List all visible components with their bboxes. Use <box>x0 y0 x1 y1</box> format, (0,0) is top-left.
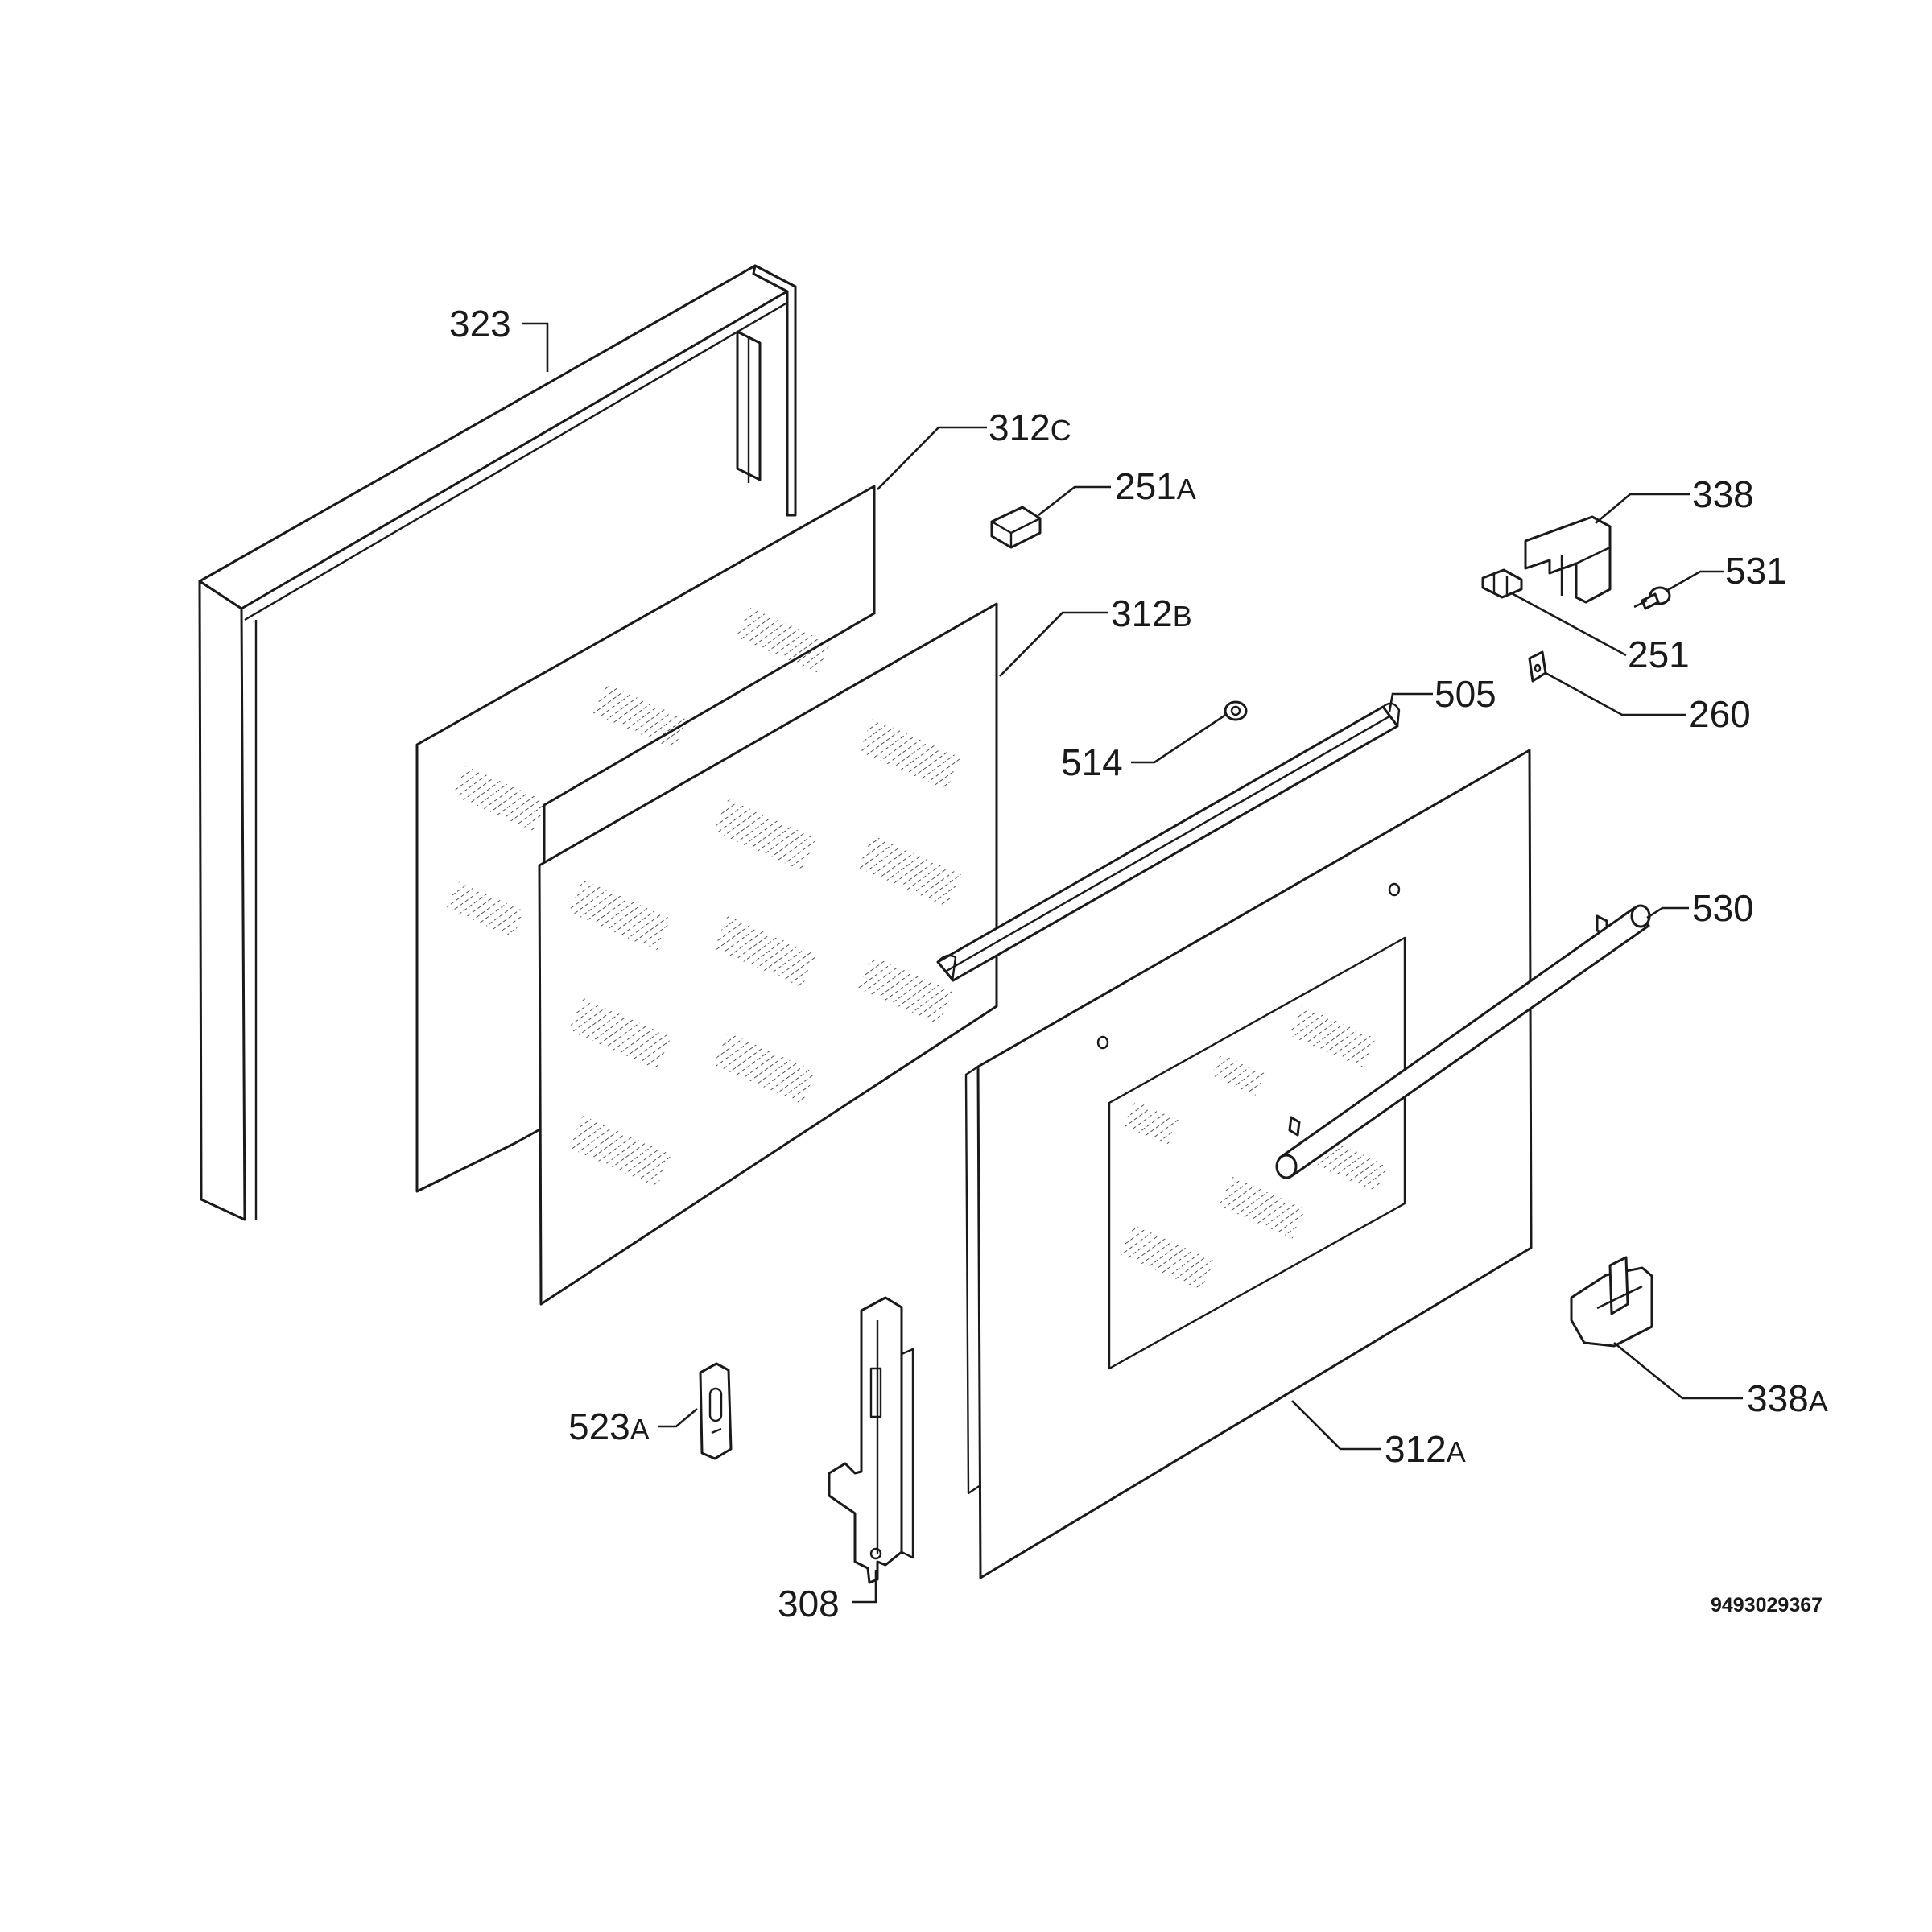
callout-338a: 338A <box>1747 1377 1828 1419</box>
callout-531: 531 <box>1725 550 1787 592</box>
callout-514: 514 <box>1061 741 1123 783</box>
leader-338 <box>1595 493 1690 524</box>
outer-door-glass-312a <box>964 749 1533 1579</box>
door-frame-323 <box>198 264 797 1221</box>
leader-531 <box>1666 570 1724 592</box>
hinge-cover-338a <box>1570 1256 1653 1348</box>
callout-260: 260 <box>1689 693 1751 735</box>
leader-260 <box>1545 671 1686 716</box>
nut-514 <box>1224 700 1248 721</box>
screw-531 <box>1633 586 1671 610</box>
leader-251 <box>1509 591 1627 657</box>
hinge-cover-338 <box>1481 515 1612 604</box>
document-number: 9493029367 <box>1711 1594 1823 1616</box>
callout-523a: 523A <box>568 1406 650 1447</box>
middle-glass-panel-312b <box>538 602 998 1306</box>
callout-251: 251 <box>1628 634 1690 675</box>
bracket-523a <box>699 1362 733 1460</box>
leader-lines <box>522 322 1743 1604</box>
callout-251a: 251A <box>1115 465 1196 507</box>
handle-bar-530 <box>1275 904 1651 1179</box>
leader-312c <box>877 426 987 490</box>
leader-312a <box>1291 1400 1381 1451</box>
leader-312b <box>999 611 1108 677</box>
hinge-308 <box>828 1296 914 1584</box>
glass-312b-hatch <box>568 718 961 1187</box>
glass-312c-hatch <box>446 607 831 938</box>
clip-260 <box>1528 650 1547 683</box>
callout-530: 530 <box>1692 887 1754 929</box>
leader-523a <box>658 1408 698 1428</box>
callout-308: 308 <box>778 1583 840 1624</box>
leader-505 <box>1388 692 1433 712</box>
leader-514 <box>1131 712 1228 764</box>
callout-312a: 312A <box>1385 1428 1466 1470</box>
leader-338a <box>1613 1341 1743 1400</box>
callout-312b: 312B <box>1111 592 1192 634</box>
callout-505: 505 <box>1435 673 1496 715</box>
callout-312c: 312C <box>989 407 1071 448</box>
block-251a <box>990 506 1042 549</box>
callout-338: 338 <box>1692 473 1754 515</box>
leader-251a <box>1038 485 1111 517</box>
leader-323 <box>522 322 549 372</box>
top-trim-profile-505 <box>936 702 1401 982</box>
leader-530 <box>1646 906 1689 919</box>
callout-323: 323 <box>449 303 511 345</box>
leader-308 <box>852 1570 877 1604</box>
glass-312a-hatch <box>1120 1005 1388 1290</box>
